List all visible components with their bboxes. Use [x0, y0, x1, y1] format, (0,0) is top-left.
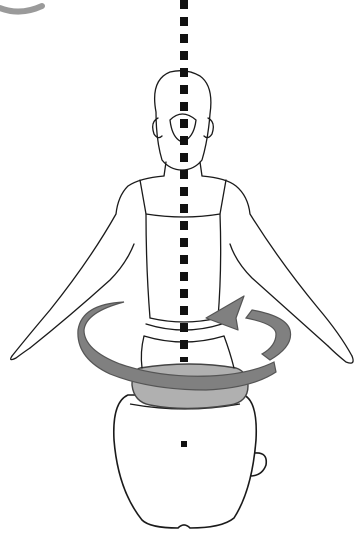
stool-center-dot [181, 441, 187, 447]
top-left-arc-fragment [0, 6, 42, 12]
stool-base [114, 395, 266, 528]
